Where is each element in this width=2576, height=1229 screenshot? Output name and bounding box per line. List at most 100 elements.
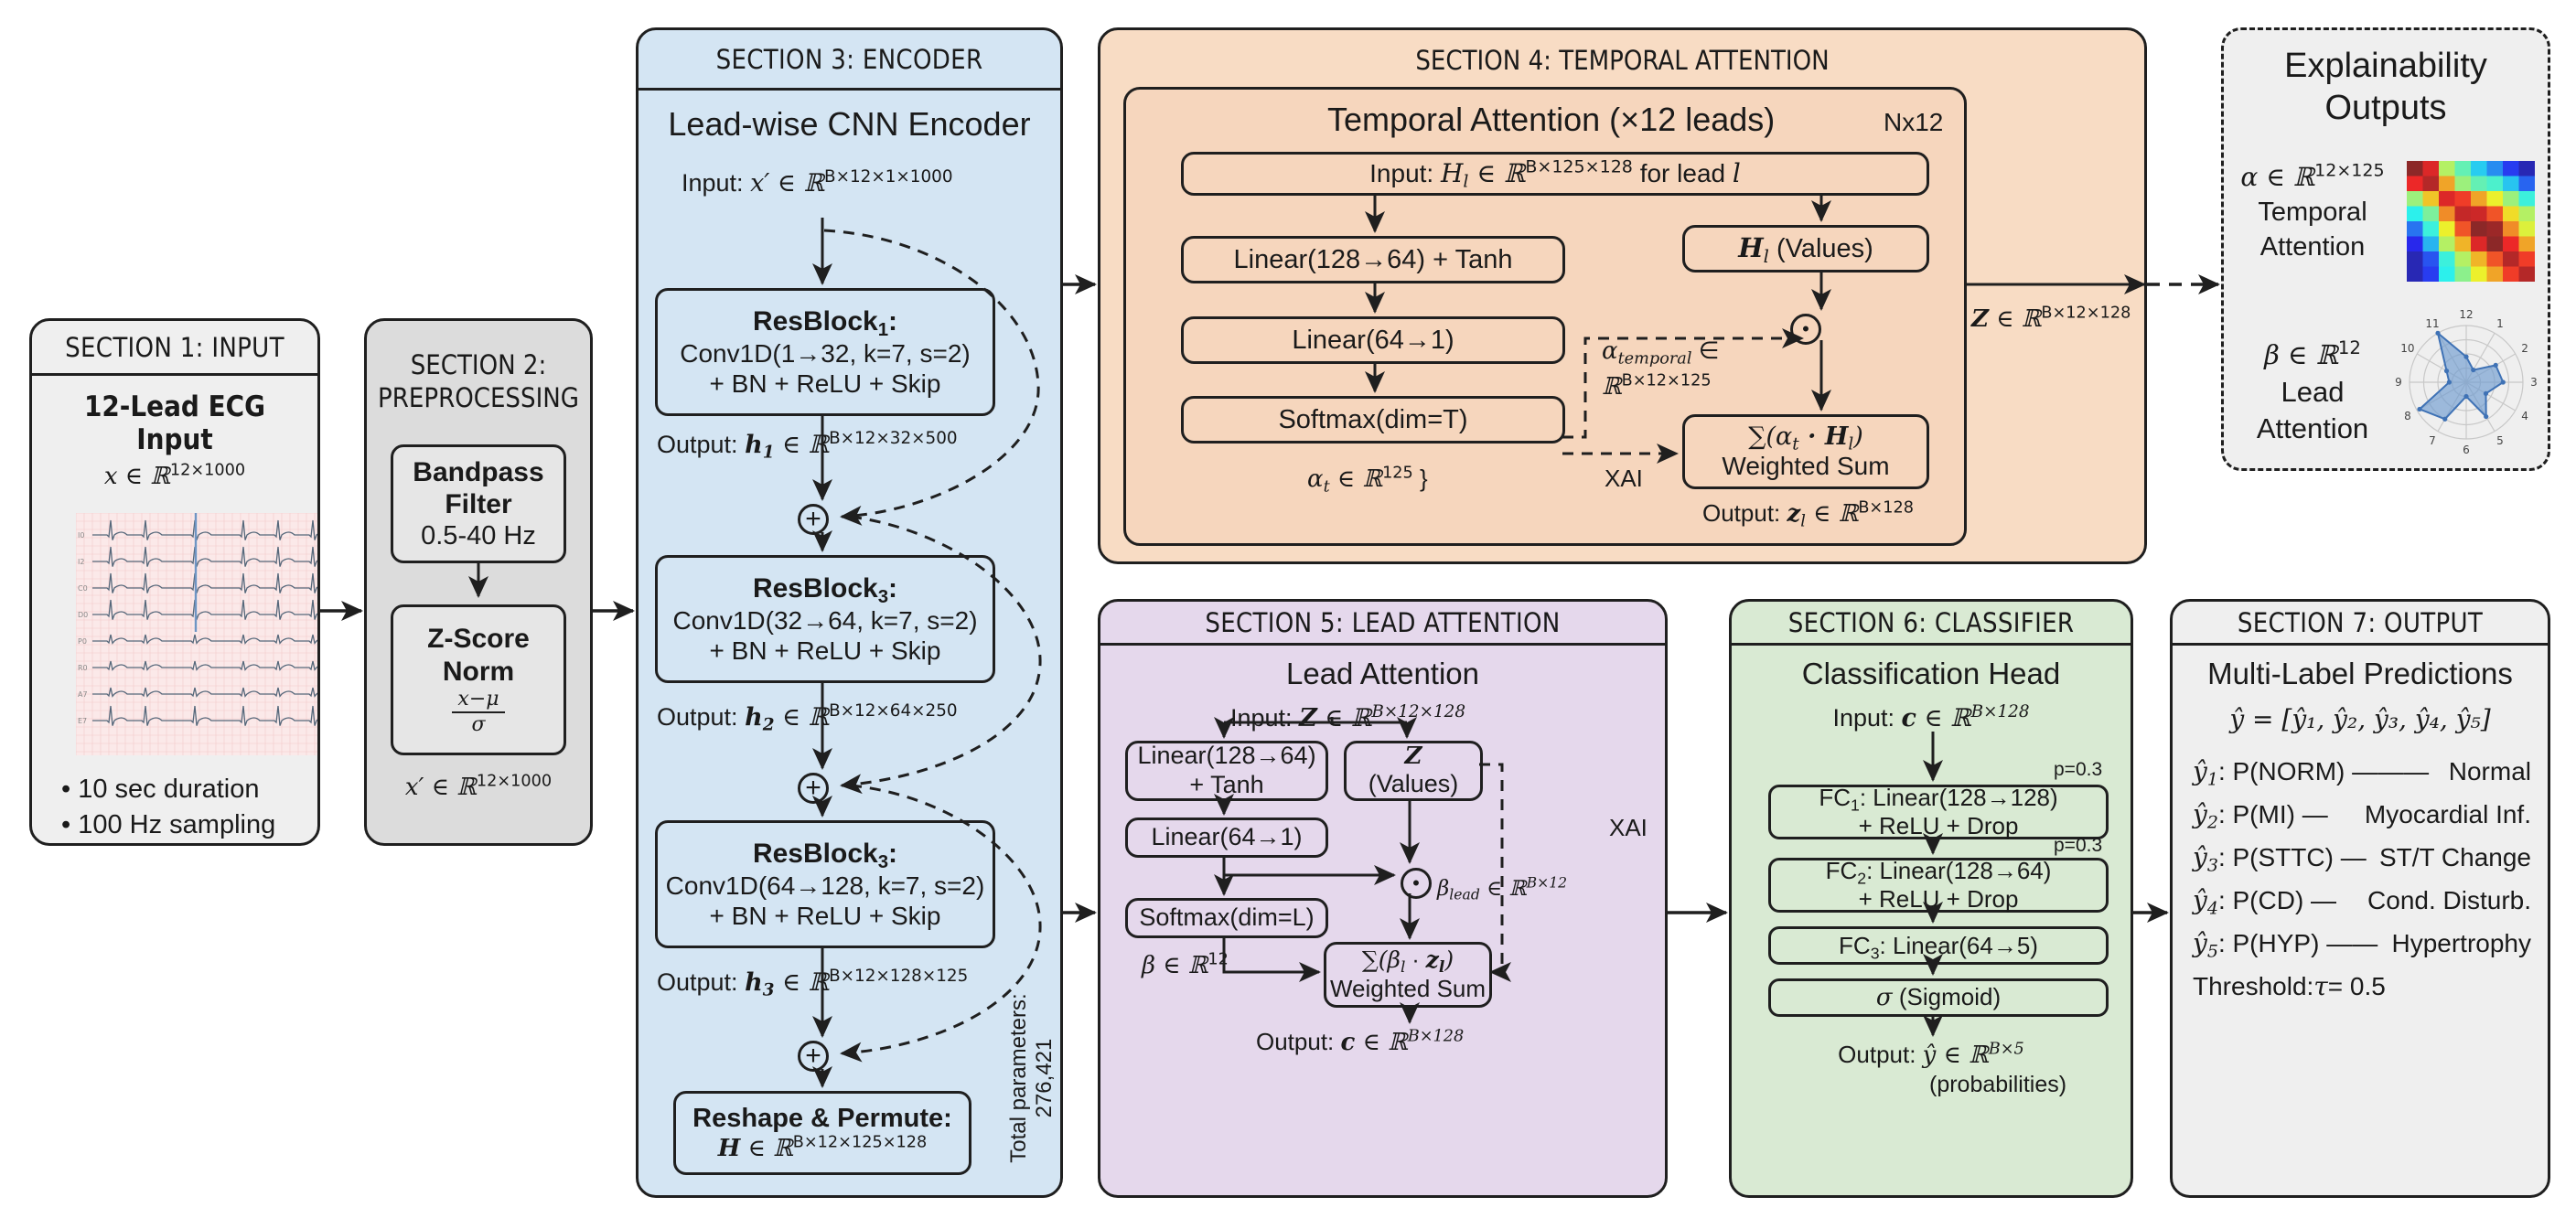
classifier-output-var: ŷ xyxy=(1922,1042,1937,1069)
resblock-3-output-var: h xyxy=(745,968,763,997)
lead-values-var: Z xyxy=(1404,742,1422,770)
prediction-dash: —— xyxy=(2326,929,2378,957)
zscore-numerator: x−μ xyxy=(452,688,505,713)
zscore-title-line1: Z-Score xyxy=(427,624,530,655)
temporal-values-block: Hl (Values) xyxy=(1682,225,1929,273)
output-vector-formula: ŷ = [ŷ₁, ŷ₂, ŷ₃, ŷ₄, ŷ₅] xyxy=(2229,704,2491,734)
resblock-1-conv: Conv1D(1→32, k=7, s=2) xyxy=(680,338,971,368)
prediction-sub: 5 xyxy=(2206,941,2218,962)
resblock-2-output-sub: 2 xyxy=(762,715,775,735)
bandpass-title-line1: Bandpass xyxy=(413,456,544,487)
section-encoder: SECTION 3: ENCODER Lead-wise CNN Encoder… xyxy=(636,27,1063,1198)
heatmap-cell xyxy=(2422,266,2440,282)
input-title: 12-Lead ECG Input xyxy=(32,390,317,456)
classifier-output-space: ∈ ℝ xyxy=(1936,1042,1989,1069)
heatmap-cell xyxy=(2503,251,2519,267)
resblock-3-name: ResBlock xyxy=(752,839,878,870)
section-output: SECTION 7: OUTPUT Multi-Label Prediction… xyxy=(2170,599,2550,1198)
fc1-block: FC1: Linear(128→128) + ReLU + Drop xyxy=(1768,784,2109,839)
temporal-output-var: z xyxy=(1787,500,1801,528)
heatmap-cell xyxy=(2518,206,2535,222)
resblock-3-output-sub: 3 xyxy=(762,980,775,1000)
prediction-var: ŷ xyxy=(2193,842,2207,872)
ecg-trace xyxy=(92,546,317,567)
resblock-2-output-space: ∈ ℝ xyxy=(774,703,830,732)
resblock-1-name: ResBlock xyxy=(752,306,878,337)
radar-axis-label: 3 xyxy=(2530,376,2538,389)
temporal-values-var: H xyxy=(1738,232,1764,264)
lead-output-sup: B×128 xyxy=(1407,1027,1465,1046)
ecg-trace xyxy=(92,599,317,620)
heatmap-cell xyxy=(2407,266,2423,282)
fc1-linear: : Linear(128→128) xyxy=(1859,784,2058,812)
radar-point xyxy=(2493,362,2498,368)
prediction-var: ŷ xyxy=(2193,756,2207,786)
temporal-sum-sub-l: l xyxy=(1848,434,1854,454)
sigmoid-text: (Sigmoid) xyxy=(1892,983,2002,1011)
resblock-1-output-space: ∈ ℝ xyxy=(774,431,830,459)
threshold-value: = 0.5 xyxy=(2327,971,2386,1000)
resblock-2-output: Output: h2 ∈ ℝB×12×64×250 xyxy=(657,702,958,735)
ecg-trace xyxy=(92,687,317,698)
ecg-trace xyxy=(92,519,317,540)
temporal-input-block: Input: Hl ∈ ℝB×125×128 for lead l xyxy=(1181,152,1929,196)
heatmap-cell xyxy=(2422,161,2440,176)
heatmap-cell xyxy=(2486,221,2504,237)
lead-output-shape: Output: c ∈ ℝB×128 xyxy=(1256,1028,1464,1056)
resblock-2-title: ResBlock3: xyxy=(752,573,898,608)
temporal-softmax-label: Softmax(dim=T) xyxy=(1278,404,1468,434)
explainability-outputs: Explainability Outputs α ∈ ℝ12×125 Tempo… xyxy=(2221,27,2550,471)
temporal-weighted-sum-block: ∑(αt · Hl) Weighted Sum xyxy=(1682,414,1929,489)
resblock-2-name: ResBlock xyxy=(752,573,878,604)
radar-point xyxy=(2484,413,2489,420)
resblock-3-title: ResBlock3: xyxy=(752,839,898,873)
prediction-prob: : P(CD) xyxy=(2217,886,2304,914)
bandpass-filter-block: Bandpass Filter 0.5-40 Hz xyxy=(391,444,566,563)
heatmap-cell xyxy=(2439,236,2455,252)
resblock-2-ops: + BN + ReLU + Skip xyxy=(709,636,941,665)
temporal-output-sup: B×128 xyxy=(1858,498,1914,518)
resblock-3-ops: + BN + ReLU + Skip xyxy=(709,901,941,930)
threshold-label: Threshold: xyxy=(2193,971,2314,1000)
input-shape-sup: 12×1000 xyxy=(169,461,246,480)
heatmap-cell xyxy=(2407,236,2423,252)
lead-input-space: ∈ ℝ xyxy=(1316,704,1372,732)
ecg-lead-label: A7 xyxy=(78,690,88,699)
fc2-line2: + ReLU + Drop xyxy=(1858,885,2019,913)
z-output-space: ∈ ℝ xyxy=(1988,305,2042,333)
lead-input-sup: B×12×128 xyxy=(1371,701,1466,721)
fc3-sub: 3 xyxy=(1870,943,1880,962)
section-header: SECTION 2: PREPROCESSING xyxy=(367,348,590,414)
lead-output-label: Output: xyxy=(1256,1028,1341,1055)
ecg-trace xyxy=(92,660,317,671)
temporal-attention-heatmap xyxy=(2407,161,2535,282)
resblock-3-output-label: Output: xyxy=(657,968,746,996)
temporal-sum-label: Weighted Sum xyxy=(1722,452,1890,481)
temporal-attention-legend: α ∈ ℝ12×125 Temporal Attention xyxy=(2235,160,2390,264)
classifier-output-label: Output: xyxy=(1838,1041,1923,1068)
radar-axis-label: 5 xyxy=(2496,434,2504,447)
heatmap-cell xyxy=(2407,221,2423,237)
lead-attention-title: Lead Attention xyxy=(1285,657,1480,690)
beta-shape: β ∈ ℝ12 xyxy=(1142,951,1229,979)
heatmap-cell xyxy=(2422,221,2440,237)
preprocessing-output-shape: x′ ∈ ℝ12×1000 xyxy=(367,773,590,801)
lead-sum-close: ) xyxy=(1444,946,1454,974)
prediction-item-cd: ŷ4: P(CD) — Cond. Disturb. xyxy=(2193,879,2531,922)
fc1-line2: + ReLU + Drop xyxy=(1858,812,2019,839)
prediction-sub: 3 xyxy=(2206,855,2218,876)
heatmap-cell xyxy=(2422,191,2440,207)
temporal-sum-sub-t: t xyxy=(1792,434,1799,454)
section-input: SECTION 1: INPUT 12-Lead ECG Input x ∈ ℝ… xyxy=(29,318,320,846)
lead-attention-label-1: Lead xyxy=(2281,376,2345,408)
fc2-block: FC2: Linear(128→64) + ReLU + Drop xyxy=(1768,857,2109,913)
section-header-line2: PREPROCESSING xyxy=(378,382,579,413)
heatmap-cell xyxy=(2454,191,2472,207)
radar-axis-label: 1 xyxy=(2496,317,2504,330)
prediction-prob: : P(MI) xyxy=(2217,800,2295,828)
classifier-output-shape: Output: ŷ ∈ ℝB×5 xyxy=(1732,1041,2131,1069)
fc2-sub: 2 xyxy=(1857,869,1867,888)
section-header-line1: SECTION 2: xyxy=(410,349,547,380)
lead-linear1-block: Linear(128→64) + Tanh xyxy=(1125,741,1328,801)
section-classifier: SECTION 6: CLASSIFIER Classification Hea… xyxy=(1729,599,2133,1198)
